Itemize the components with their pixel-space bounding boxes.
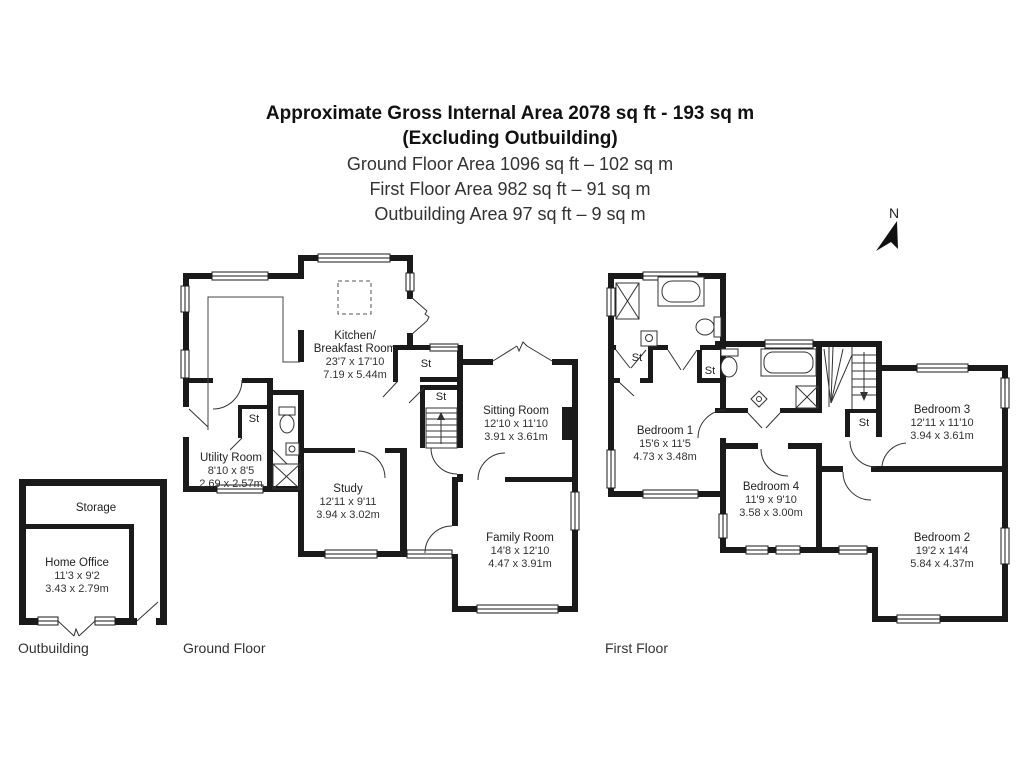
room-dims-sitting-imp: 12'10 x 11'10: [484, 418, 548, 430]
room-dims-bed1-imp: 15'6 x 11'5: [639, 438, 691, 450]
room-label-study: Study: [333, 483, 363, 495]
ensuite-toilet-tank: [713, 316, 722, 338]
wc-sink: [285, 442, 300, 456]
header-line5: Outbuilding Area 97 sq ft – 9 sq m: [374, 204, 645, 224]
north-arrow-icon: N: [876, 205, 899, 251]
bathroom-sink: [750, 390, 768, 408]
header-line2: (Excluding Outbuilding): [402, 128, 617, 149]
room-label-bed2: Bedroom 2: [914, 532, 970, 544]
bathroom-toilet-bowl: [720, 356, 738, 378]
ground-stairs: [425, 407, 458, 449]
room-dims-family-imp: 14'8 x 12'10: [491, 545, 550, 557]
room-label-storage: Storage: [76, 502, 116, 514]
room-dims-sitting-met: 3.91 x 3.61m: [484, 431, 548, 443]
room-dims-utility-imp: 8'10 x 8'5: [208, 465, 254, 477]
closet-label-st-5: St: [705, 365, 715, 377]
outbuilding-plan: Storage Home Office 11'3 x 9'2 3.43 x 2.…: [19, 479, 167, 637]
header-text: Approximate Gross Internal Area 2078 sq …: [266, 103, 754, 224]
header-line3: Ground Floor Area 1096 sq ft – 102 sq m: [347, 154, 673, 174]
room-label-bed1: Bedroom 1: [637, 425, 693, 437]
caption-outbuilding: Outbuilding: [18, 640, 89, 656]
room-dims-bed2-imp: 19'2 x 14'4: [916, 545, 969, 557]
room-label-sitting: Sitting Room: [483, 405, 549, 417]
room-dims-bed3-imp: 12'11 x 11'10: [910, 417, 973, 429]
ground-floor-fixtures: [207, 280, 458, 490]
first-floor-plan: St St St Bedroom 1 15'6 x 11'5 4.73 x 3.…: [606, 271, 1010, 624]
caption-first-floor: First Floor: [605, 640, 668, 656]
outbuilding-windows: [37, 616, 116, 626]
room-label-bed3: Bedroom 3: [914, 404, 970, 416]
room-dims-kitchen-met: 7.19 x 5.44m: [323, 369, 387, 381]
room-dims-kitchen-imp: 23'7 x 17'10: [326, 356, 385, 368]
room-dims-bed4-imp: 11'9 x 9'10: [745, 494, 797, 506]
first-floor-doors: [615, 349, 907, 501]
ground-floor-windows: [180, 253, 580, 614]
room-dims-home-office-met: 3.43 x 2.79m: [45, 583, 109, 595]
closet-label-st-1: St: [421, 358, 431, 370]
first-floor-windows: [606, 271, 1010, 624]
wc-toilet-tank: [278, 406, 296, 416]
north-arrow-glyph: [876, 221, 898, 251]
room-dims-home-office-imp: 11'3 x 9'2: [54, 570, 100, 582]
header-line4: First Floor Area 982 sq ft – 91 sq m: [369, 179, 650, 199]
ensuite-bath: [657, 276, 705, 307]
caption-ground-floor: Ground Floor: [183, 640, 266, 656]
room-label-utility: Utility Room: [200, 452, 262, 464]
room-label-bed4: Bedroom 4: [743, 481, 800, 493]
first-floor-fixtures: [615, 276, 876, 409]
bathroom-bath: [760, 348, 817, 377]
ground-floor-doors: [188, 296, 553, 554]
closet-label-st-2: St: [436, 391, 446, 403]
ensuite-sink: [640, 330, 658, 347]
wc-toilet-bowl: [279, 414, 295, 434]
ground-floor-labels: Kitchen/ Breakfast Room 23'7 x 17'10 7.1…: [199, 330, 554, 570]
outbuilding-doors: [57, 601, 159, 637]
bathroom-toilet-tank: [720, 348, 739, 357]
room-label-kitchen-2: Breakfast Room: [314, 343, 396, 355]
ensuite-shower: [615, 282, 640, 320]
first-floor-labels: St St St Bedroom 1 15'6 x 11'5 4.73 x 3.…: [632, 352, 974, 570]
header-line1: Approximate Gross Internal Area 2078 sq …: [266, 103, 754, 124]
north-label: N: [889, 205, 899, 221]
bathroom-shower: [795, 385, 819, 409]
closet-label-st-3: St: [249, 413, 259, 425]
room-dims-bed1-met: 4.73 x 3.48m: [633, 451, 697, 463]
outbuilding-walls: [19, 479, 167, 625]
room-dims-bed3-met: 3.94 x 3.61m: [910, 430, 974, 442]
room-label-family: Family Room: [486, 532, 554, 544]
first-stairs: [823, 346, 876, 409]
closet-label-st-4: St: [632, 352, 642, 364]
room-dims-study-met: 3.94 x 3.02m: [316, 509, 380, 521]
room-dims-study-imp: 12'11 x 9'11: [319, 496, 376, 508]
room-dims-bed2-met: 5.84 x 4.37m: [910, 558, 974, 570]
utility-appliance: [272, 463, 301, 490]
ground-floor-plan: Kitchen/ Breakfast Room 23'7 x 17'10 7.1…: [180, 253, 580, 614]
room-label-home-office: Home Office: [45, 557, 109, 569]
closet-label-st-6: St: [859, 417, 869, 429]
ensuite-toilet-bowl: [695, 318, 715, 336]
kitchen-island-dashed: [337, 280, 372, 315]
room-label-kitchen-1: Kitchen/: [334, 330, 376, 342]
room-dims-bed4-met: 3.58 x 3.00m: [739, 507, 803, 519]
room-dims-family-met: 4.47 x 3.91m: [488, 558, 552, 570]
floor-captions: Outbuilding Ground Floor First Floor: [18, 640, 668, 656]
room-dims-utility-met: 2.69 x 2.57m: [199, 478, 263, 490]
